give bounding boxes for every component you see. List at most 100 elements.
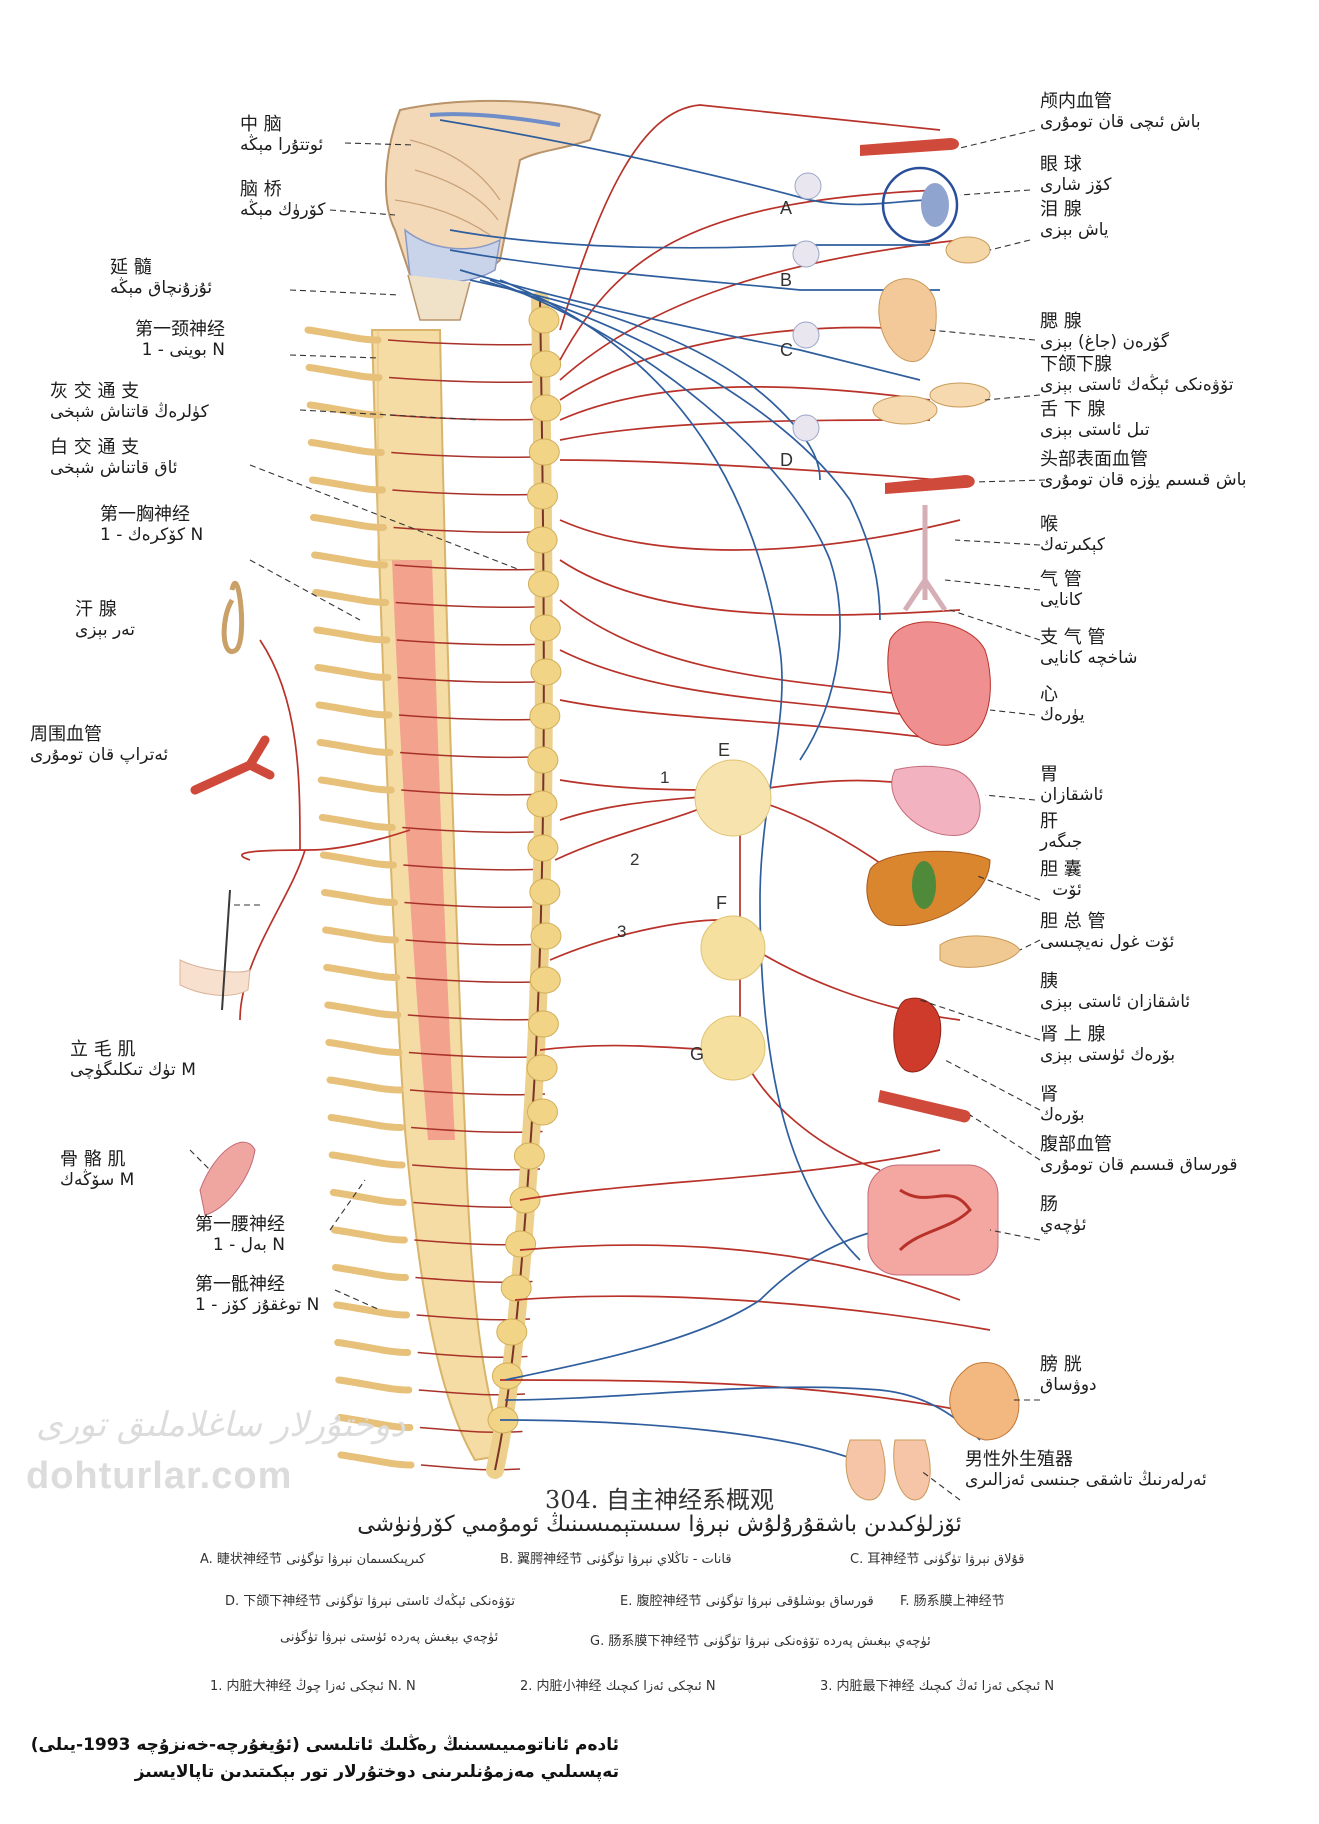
label-midbrain-ug: ئوتتۇرا مېڭە bbox=[240, 135, 324, 155]
communicating-ramus bbox=[402, 826, 546, 834]
label-gray-ramus-ug: كۈلرەڭ قاتناش شېخى bbox=[50, 402, 209, 422]
label-parotid-gland: 腮 腺 گۆرەن (جاغ) بېزى bbox=[1040, 312, 1169, 353]
sympathetic-trunk bbox=[486, 291, 562, 1479]
label-medulla: 延 髓 ئۇزۇنچاق مېڭە bbox=[110, 258, 213, 299]
label-skeletal-muscle-ug: M سۆڭەك bbox=[60, 1170, 135, 1190]
spinal-nerve-root bbox=[314, 664, 392, 681]
spinal-nerve-root bbox=[334, 1339, 412, 1356]
ganglion-letter-a: A bbox=[780, 198, 793, 218]
parasympathetic-fibers bbox=[439, 119, 981, 1471]
spinal-nerve-root bbox=[330, 1226, 408, 1244]
spinal-nerve-root bbox=[312, 589, 390, 606]
label-first-thoracic-nerve-cn: 第一胸神经 bbox=[100, 504, 190, 525]
chain-ganglion bbox=[491, 1362, 523, 1390]
label-first-sacral-nerve: 第一骶神经 N توغقۇز كۆز - 1 bbox=[195, 1275, 320, 1316]
label-pons-ug: كۆرۈك مېڭە bbox=[240, 200, 326, 220]
spinal-nerve-root bbox=[325, 1039, 403, 1056]
chain-ganglion bbox=[530, 922, 562, 950]
label-sweat-gland-ug: تەر بېزى bbox=[75, 620, 136, 640]
spinal-nerve-root bbox=[318, 814, 396, 831]
label-white-ramus-cn: 白 交 通 支 bbox=[50, 437, 140, 458]
label-bladder: 膀 胱 دوۋساق bbox=[1040, 1355, 1097, 1396]
label-first-lumbar-nerve-ug: N بەل - 1 bbox=[212, 1235, 285, 1255]
ganglion-letter-g: G bbox=[690, 1044, 705, 1064]
label-abdominal-vessel-cn: 腹部血管 bbox=[1040, 1134, 1112, 1155]
communicating-ramus bbox=[420, 1464, 521, 1471]
label-first-sacral-nerve-ug: N توغقۇز كۆز - 1 bbox=[195, 1295, 320, 1315]
chain-ganglion bbox=[505, 1230, 537, 1258]
chain-ganglion bbox=[526, 790, 558, 818]
label-head-surface-vessel-cn: 头部表面血管 bbox=[1040, 449, 1148, 470]
label-stomach-ug: ئاشقازان bbox=[1040, 785, 1104, 805]
label-peripheral-vessel-cn: 周围血管 bbox=[30, 724, 102, 745]
spinal-nerve-root bbox=[313, 626, 391, 644]
label-adrenal-gland: 肾 上 腺 بۆرەك ئۈستى بېزى bbox=[1040, 1025, 1176, 1066]
legend-item-f-ug: ئۈچەي بېغىش پەردە ئۈستى نېرۋا تۈگۈنى bbox=[280, 1630, 498, 1645]
spinal-nerve-root bbox=[307, 439, 385, 456]
label-sweat-gland: 汗 腺 تەر بېزى bbox=[75, 599, 136, 641]
label-male-external-genitalia-cn: 男性外生殖器 bbox=[965, 1449, 1073, 1470]
spinal-nerve-root bbox=[332, 1264, 409, 1281]
label-adrenal-gland-ug: بۆرەك ئۈستى بېزى bbox=[1040, 1045, 1176, 1065]
spinal-nerve-root bbox=[308, 476, 386, 494]
label-parotid-gland-ug: گۆرەن (جاغ) بېزى bbox=[1040, 332, 1169, 352]
label-lacrimal-gland: 泪 腺 ياش بېزى bbox=[1040, 200, 1109, 241]
footnote-2: 2. 内脏小神经 N ئىچكى ئەزا كىچىك bbox=[520, 1675, 716, 1694]
label-stomach-cn: 胃 bbox=[1040, 764, 1058, 785]
footnote-1-ug: N. N ئىچكى ئەزا چوڭ bbox=[295, 1679, 416, 1694]
label-first-thoracic-nerve-ug: N كۆكرەك - 1 bbox=[100, 525, 204, 545]
legend-a-ug: كىرپىكسىمان نېرۋا تۈگۈنى bbox=[286, 1552, 426, 1567]
label-pancreas: 胰 ئاشقازان ئاستى بېزى bbox=[1040, 972, 1190, 1013]
chain-ganglion bbox=[529, 614, 561, 642]
label-first-cervical-nerve-cn: 第一颈神经 bbox=[135, 319, 225, 340]
legend-e-cn: E. 腹腔神经节 bbox=[620, 1594, 702, 1609]
chain-ganglion bbox=[528, 306, 560, 334]
label-abdominal-vessel-ug: قورساق قىسىم قان تومۇرى bbox=[1040, 1155, 1238, 1175]
legend-item-g: G. 肠系膜下神经节 ئۈچەي بېغىش پەردە تۆۋەنكى نېر… bbox=[590, 1630, 931, 1649]
splanchnic-number-2: 2 bbox=[630, 850, 640, 869]
communicating-ramus bbox=[404, 901, 546, 909]
label-submandibular-gland-ug: تۆۋەنكى ئېڭەك ئاستى بېزى bbox=[1040, 375, 1234, 395]
label-bronchus: 支 气 管 شاخچە كانايى bbox=[1040, 627, 1138, 669]
label-bronchus-cn: 支 气 管 bbox=[1040, 627, 1106, 648]
leader-lines bbox=[189, 129, 1046, 1501]
label-kidney-ug: بۆرەك bbox=[1040, 1105, 1085, 1125]
label-intracranial-vessel-ug: باش ئىچى قان تومۇرى bbox=[1040, 112, 1201, 132]
label-gallbladder: 胆 囊 ئۆت bbox=[1040, 860, 1082, 901]
footnote-2-cn: 2. 内脏小神经 bbox=[520, 1679, 602, 1694]
skin-effectors bbox=[179, 580, 275, 1216]
chain-ganglion bbox=[526, 1098, 558, 1126]
chain-ganglion bbox=[530, 658, 562, 686]
legend-c-cn: C. 耳神经节 bbox=[850, 1552, 920, 1567]
label-heart-ug: يۈرەك bbox=[1040, 705, 1085, 725]
spinal-cord-illustration bbox=[370, 329, 507, 1462]
label-sublingual-gland: 舌 下 腺 تىل ئاستى بېزى bbox=[1040, 400, 1150, 441]
spinal-nerve-root bbox=[315, 701, 393, 719]
label-kidney: 肾 بۆرەك bbox=[1040, 1085, 1085, 1126]
label-arrector-pili-ug: M تۈك تىكلىگۈچى bbox=[70, 1060, 196, 1080]
label-first-thoracic-nerve: 第一胸神经 N كۆكرەك - 1 bbox=[100, 504, 204, 546]
legend-b-cn: B. 翼腭神经节 bbox=[500, 1552, 583, 1567]
communicating-ramus bbox=[389, 376, 546, 384]
label-submandibular-gland: 下颌下腺 تۆۋەنكى ئېڭەك ئاستى بېزى bbox=[1040, 355, 1234, 396]
chain-ganglion bbox=[530, 350, 562, 378]
figure-title: 304. 自主神经系概观 bbox=[544, 1486, 775, 1514]
label-sweat-gland-cn: 汗 腺 bbox=[75, 599, 117, 620]
figure-subtitle: ئۆزلۈكىدىن باشقۇرۇلۇش نېرۋا سىستېمىسىنىڭ… bbox=[357, 1512, 962, 1537]
chain-ganglion bbox=[530, 394, 562, 422]
chain-ganglion bbox=[526, 526, 558, 554]
spinal-nerve-root bbox=[321, 889, 398, 906]
legend-f-cn: F. 肠系膜上神经节 bbox=[900, 1594, 1005, 1609]
chain-ganglion bbox=[528, 438, 560, 466]
ganglion-letter-b: B bbox=[780, 270, 793, 290]
label-medulla-ug: ئۇزۇنچاق مېڭە bbox=[110, 278, 213, 298]
legend-item-f: F. 肠系膜上神经节 bbox=[900, 1590, 1005, 1609]
label-eyeball: 眼 球 كۆز شارى bbox=[1040, 155, 1111, 196]
footnote-3: 3. 内脏最下神经 N ئىچكى ئەزا ئەڭ كىچىك bbox=[820, 1675, 1054, 1694]
label-sublingual-gland-ug: تىل ئاستى بېزى bbox=[1040, 420, 1150, 440]
communicating-ramus bbox=[387, 339, 546, 346]
legend-item-e: E. 腹腔神经节 قورساق بوشلۇقى نېرۋا تۈگۈنى bbox=[620, 1590, 874, 1609]
label-intestine-cn: 肠 bbox=[1040, 1194, 1058, 1215]
label-common-bile-duct-cn: 胆 总 管 bbox=[1040, 911, 1106, 932]
